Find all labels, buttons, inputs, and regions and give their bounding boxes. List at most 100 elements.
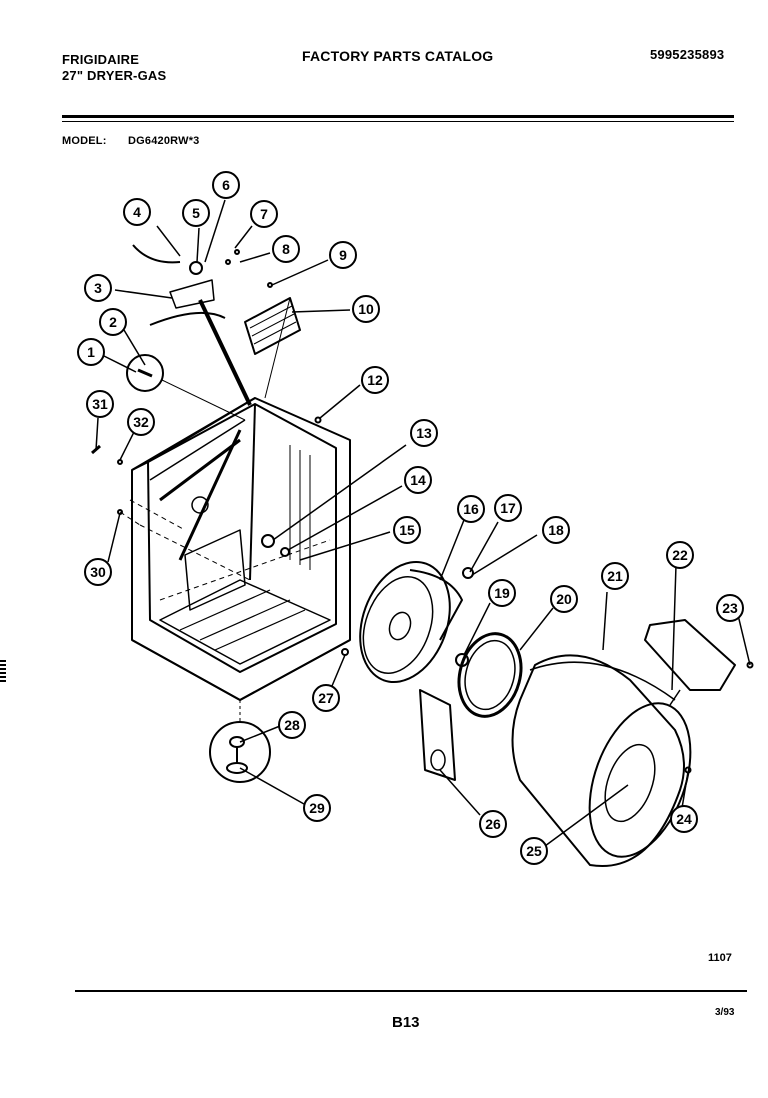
callout-label: 23	[722, 600, 738, 616]
callout-circle	[123, 198, 151, 226]
callout-3: 3	[84, 274, 112, 302]
callout-label: 19	[494, 585, 510, 601]
callout-circle	[666, 541, 694, 569]
callout-circle	[312, 684, 340, 712]
footer-rule	[75, 990, 747, 992]
callout-label: 16	[463, 501, 479, 517]
callout-2: 2	[99, 308, 127, 336]
callout-label: 13	[416, 425, 432, 441]
callout-26: 26	[479, 810, 507, 838]
callout-21: 21	[601, 562, 629, 590]
callout-circle	[182, 199, 210, 227]
callout-circle	[494, 494, 522, 522]
callout-circle	[601, 562, 629, 590]
callout-circle	[99, 308, 127, 336]
callout-circle	[479, 810, 507, 838]
callout-15: 15	[393, 516, 421, 544]
callout-circle	[404, 466, 432, 494]
callout-20: 20	[550, 585, 578, 613]
callout-circle	[86, 390, 114, 418]
callout-25: 25	[520, 837, 548, 865]
callout-label: 28	[284, 717, 300, 733]
revision-date: 3/93	[715, 1007, 735, 1018]
model-label: MODEL:	[62, 135, 107, 147]
callout-circle	[272, 235, 300, 263]
callout-circle	[410, 419, 438, 447]
callout-circle	[84, 274, 112, 302]
callout-27: 27	[312, 684, 340, 712]
drum-baffle	[644, 619, 736, 691]
callout-31: 31	[86, 390, 114, 418]
leveling-foot	[209, 721, 271, 783]
callout-23: 23	[716, 594, 744, 622]
punch-edge-mark	[0, 660, 6, 682]
callout-32: 32	[127, 408, 155, 436]
callout-label: 6	[222, 177, 230, 193]
callout-4: 4	[123, 198, 151, 226]
callout-14: 14	[404, 466, 432, 494]
callout-6: 6	[212, 171, 240, 199]
callout-30: 30	[84, 558, 112, 586]
callout-circle	[329, 241, 357, 269]
callout-label: 8	[282, 241, 290, 257]
catalog-title: FACTORY PARTS CATALOG	[302, 48, 494, 64]
callout-label: 18	[548, 522, 564, 538]
callout-18: 18	[542, 516, 570, 544]
callout-label: 7	[260, 206, 268, 222]
catalog-number: 5995235893	[650, 47, 725, 62]
callout-16: 16	[457, 495, 485, 523]
callout-circle	[520, 837, 548, 865]
callout-9: 9	[329, 241, 357, 269]
callout-label: 30	[90, 564, 106, 580]
callout-circle	[84, 558, 112, 586]
callout-label: 14	[410, 472, 426, 488]
callout-circle	[127, 408, 155, 436]
callout-circle	[393, 516, 421, 544]
lint-screen	[244, 297, 301, 355]
callout-1: 1	[77, 338, 105, 366]
gasket	[419, 689, 456, 781]
callout-label: 12	[367, 372, 383, 388]
callout-8: 8	[272, 235, 300, 263]
drum-seal	[457, 632, 523, 718]
callout-label: 22	[672, 547, 688, 563]
callout-circle	[550, 585, 578, 613]
callout-circle	[716, 594, 744, 622]
callout-label: 27	[318, 690, 334, 706]
callout-label: 17	[500, 500, 516, 516]
callout-circle	[212, 171, 240, 199]
callout-29: 29	[303, 794, 331, 822]
callout-label: 26	[485, 816, 501, 832]
callout-5: 5	[182, 199, 210, 227]
header-rule-thin	[62, 121, 734, 122]
callout-circle	[457, 495, 485, 523]
callout-10: 10	[352, 295, 380, 323]
brand-name: FRIGIDAIRE	[62, 52, 140, 67]
product-name: 27" DRYER-GAS	[62, 68, 167, 83]
callout-label: 10	[358, 301, 374, 317]
callout-19: 19	[488, 579, 516, 607]
callout-circle	[77, 338, 105, 366]
callout-label: 4	[133, 204, 141, 220]
callout-12: 12	[361, 366, 389, 394]
callout-label: 5	[192, 205, 200, 221]
callout-7: 7	[250, 200, 278, 228]
callout-label: 3	[94, 280, 102, 296]
callout-label: 2	[109, 314, 117, 330]
header-rule	[62, 115, 734, 118]
callout-label: 29	[309, 800, 325, 816]
callout-label: 32	[133, 414, 149, 430]
callout-label: 15	[399, 522, 415, 538]
callout-label: 24	[676, 811, 692, 827]
callout-22: 22	[666, 541, 694, 569]
callout-label: 21	[607, 568, 623, 584]
page-number: B13	[392, 1014, 420, 1031]
callout-circle	[250, 200, 278, 228]
callout-24: 24	[670, 805, 698, 833]
diagram-number: 1107	[708, 952, 732, 964]
callout-13: 13	[410, 419, 438, 447]
callout-circle	[670, 805, 698, 833]
callout-label: 9	[339, 247, 347, 263]
callout-label: 1	[87, 344, 95, 360]
